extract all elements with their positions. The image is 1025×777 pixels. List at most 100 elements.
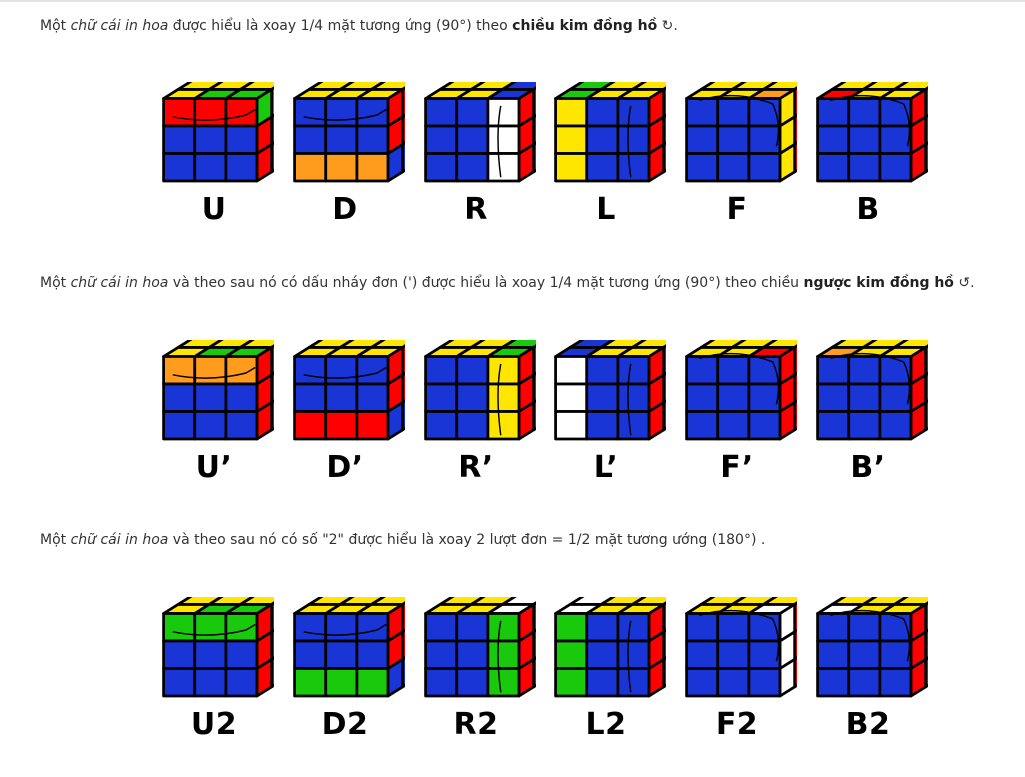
front-sticker: [486, 639, 521, 670]
front-sticker: [716, 410, 751, 441]
move-F2: F2: [677, 597, 797, 777]
cube-illustration: [285, 82, 405, 192]
top-sticker: [631, 340, 666, 349]
front-sticker: [816, 382, 851, 413]
right-sticker: [270, 86, 274, 119]
rotation-arrow-icon: [830, 94, 911, 147]
front-sticker: [355, 410, 390, 441]
para-text: và theo sau nó có dấu nháy đơn (') được …: [168, 275, 804, 291]
right-sticker: [924, 371, 928, 404]
para-italic: chữ cái in hoa: [70, 532, 169, 548]
para-bold: ngược kim đồng hồ: [803, 275, 954, 291]
front-sticker: [193, 667, 228, 698]
right-sticker: [793, 628, 797, 661]
front-sticker: [224, 612, 259, 643]
cube-svg: [816, 82, 928, 183]
front-sticker: [224, 355, 259, 386]
front-sticker: [554, 639, 589, 670]
move-B: B: [808, 82, 928, 262]
front-sticker: [554, 667, 589, 698]
right-sticker: [793, 399, 797, 432]
front-sticker: [747, 410, 782, 441]
move-label: L: [596, 192, 616, 227]
front-sticker: [486, 152, 521, 183]
front-sticker: [847, 382, 882, 413]
right-sticker: [532, 628, 536, 661]
front-sticker: [455, 382, 490, 413]
front-sticker: [816, 124, 851, 155]
front-sticker: [224, 667, 259, 698]
rotation-arrow-icon: [830, 609, 911, 662]
front-sticker: [324, 355, 359, 386]
para-text: ↺.: [953, 275, 975, 291]
front-sticker: [816, 410, 851, 441]
cube-illustration: [677, 82, 797, 192]
rotation-arrow-icon: [699, 94, 780, 147]
front-sticker: [816, 355, 851, 386]
cube-illustration: [154, 597, 274, 707]
cube-svg: [162, 340, 274, 441]
move-F: F: [677, 82, 797, 262]
front-sticker: [816, 612, 851, 643]
move-label: L2: [585, 707, 627, 742]
front-sticker: [293, 97, 328, 128]
right-sticker: [662, 113, 666, 146]
front-sticker: [162, 97, 197, 128]
cube-svg: [816, 597, 928, 698]
front-sticker: [355, 612, 390, 643]
front-sticker: [293, 355, 328, 386]
right-sticker: [401, 86, 405, 119]
front-sticker: [685, 639, 720, 670]
move-label: D: [332, 192, 358, 227]
move-L: L: [546, 82, 666, 262]
front-sticker: [878, 382, 913, 413]
front-sticker: [847, 355, 882, 386]
right-sticker: [532, 371, 536, 404]
move-F’: F’: [677, 340, 797, 520]
front-sticker: [585, 612, 620, 643]
right-sticker: [270, 628, 274, 661]
front-sticker: [162, 152, 197, 183]
cube-svg: [685, 597, 797, 698]
front-sticker: [324, 124, 359, 155]
front-sticker: [293, 124, 328, 155]
front-sticker: [193, 97, 228, 128]
move-L’: L’: [546, 340, 666, 520]
move-label: D2: [321, 707, 369, 742]
front-sticker: [424, 97, 459, 128]
front-sticker: [455, 410, 490, 441]
top-sticker: [631, 597, 666, 606]
right-sticker: [401, 399, 405, 432]
cube-svg: [554, 597, 666, 698]
front-sticker: [747, 382, 782, 413]
right-sticker: [401, 344, 405, 377]
front-sticker: [193, 355, 228, 386]
cube-illustration: [677, 597, 797, 707]
top-sticker: [501, 597, 536, 606]
front-sticker: [816, 152, 851, 183]
front-sticker: [224, 639, 259, 670]
rotation-arrow-icon: [699, 352, 780, 405]
right-sticker: [924, 141, 928, 174]
move-label: B’: [850, 450, 886, 485]
right-sticker: [793, 371, 797, 404]
front-sticker: [293, 410, 328, 441]
move-R’: R’: [416, 340, 536, 520]
front-sticker: [585, 667, 620, 698]
cube-svg: [293, 340, 405, 441]
front-sticker: [455, 152, 490, 183]
front-sticker: [847, 124, 882, 155]
right-sticker: [662, 86, 666, 119]
front-sticker: [224, 152, 259, 183]
front-sticker: [355, 97, 390, 128]
front-sticker: [424, 152, 459, 183]
cube-illustration: [416, 340, 536, 450]
front-sticker: [424, 410, 459, 441]
front-sticker: [293, 667, 328, 698]
right-sticker: [401, 628, 405, 661]
front-sticker: [847, 410, 882, 441]
front-sticker: [324, 97, 359, 128]
front-sticker: [585, 355, 620, 386]
top-sticker: [893, 340, 928, 349]
front-sticker: [324, 639, 359, 670]
